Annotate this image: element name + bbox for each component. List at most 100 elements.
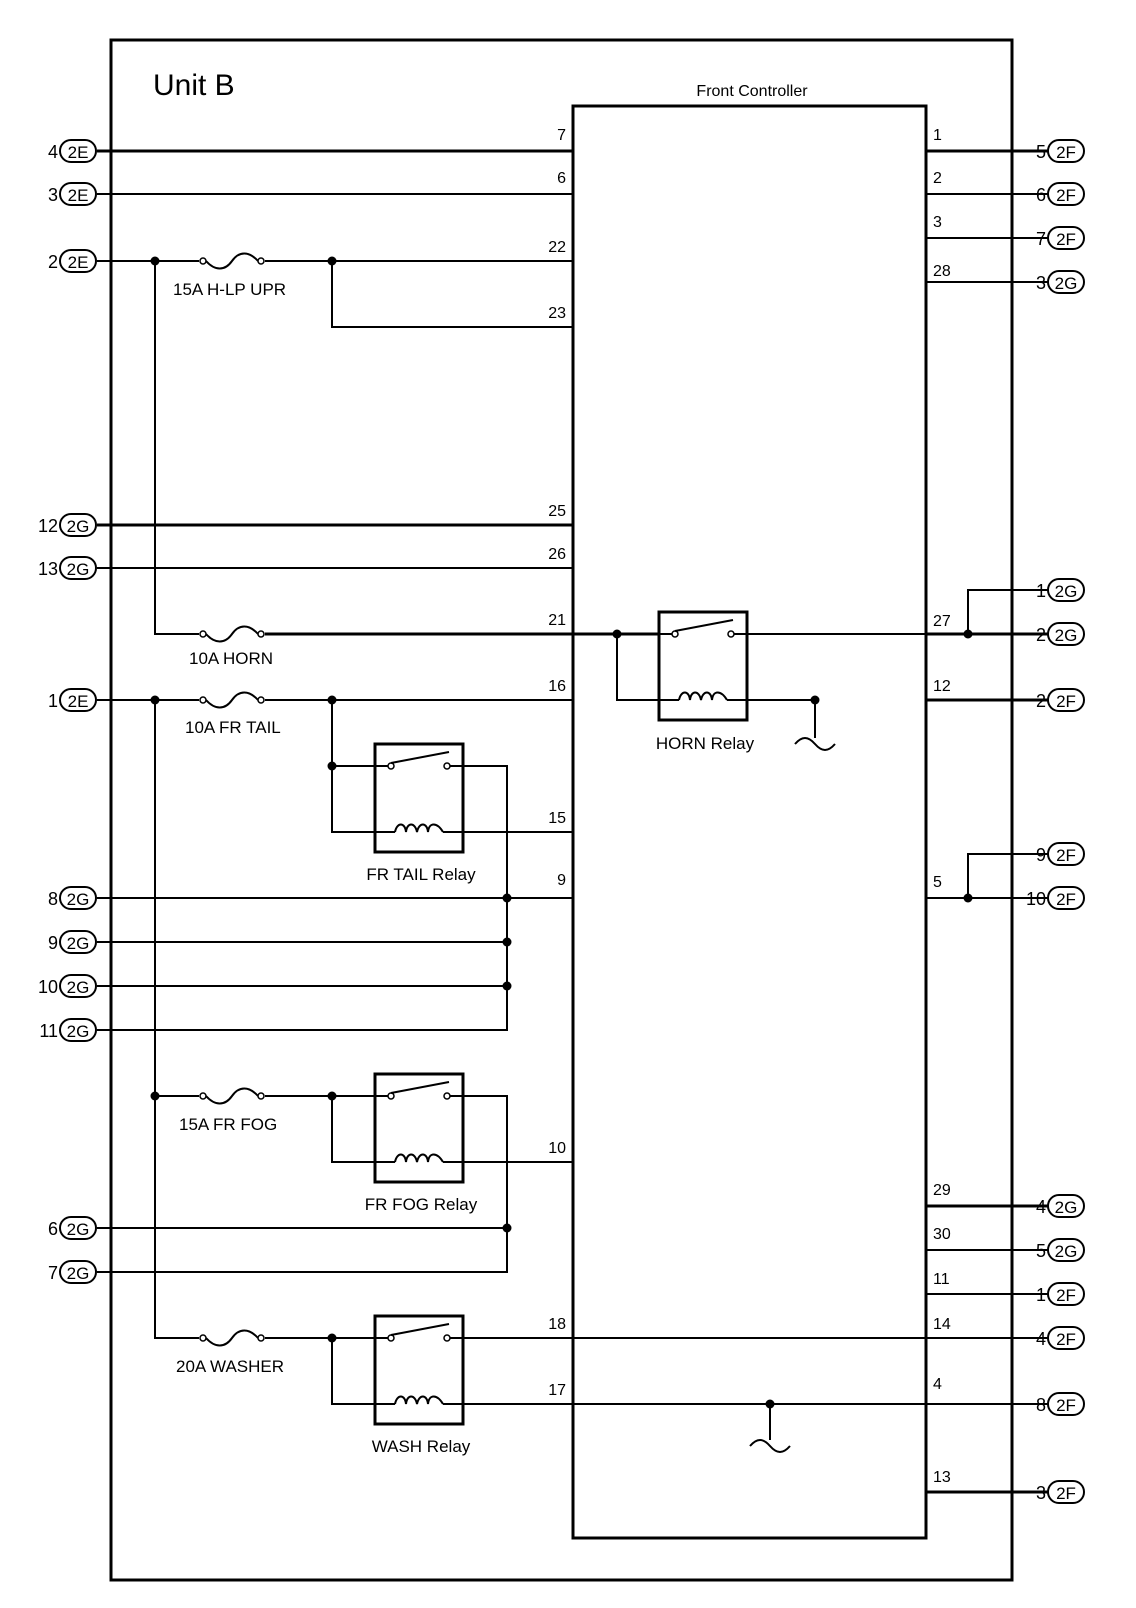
pin-number: 14 <box>933 1316 951 1333</box>
left-wiring <box>97 149 573 1405</box>
left-connector: 7 2G <box>48 1260 97 1284</box>
wire <box>331 261 573 328</box>
pin-number: 3 <box>933 214 942 231</box>
wire <box>331 1096 375 1163</box>
connector-badge <box>59 974 97 998</box>
connector-id: 2G <box>67 1220 90 1239</box>
front-controller-title: Front Controller <box>696 83 808 100</box>
pin-number: 11 <box>933 1271 950 1288</box>
connector-id: 2F <box>1056 1396 1076 1415</box>
junction-dot <box>327 1333 337 1343</box>
junction-dot <box>765 1399 775 1409</box>
pin-number: 1 <box>933 127 942 144</box>
unit-title: Unit B <box>153 69 235 102</box>
connector-id: 2E <box>68 253 89 272</box>
connector-id: 2G <box>67 517 90 536</box>
junction-dot <box>150 1091 160 1101</box>
ground-icon <box>794 737 836 751</box>
left-connector: 9 2G <box>48 930 97 954</box>
junction-dot <box>810 695 820 705</box>
pin-number: 17 <box>548 1382 566 1399</box>
junction-dot <box>327 256 337 266</box>
fuse-label: 15A H-LP UPR <box>173 280 286 299</box>
right-connector: 1 2F <box>1036 1282 1085 1306</box>
junction-dot <box>150 256 160 266</box>
relay-icon <box>373 1314 465 1426</box>
connector-badge <box>59 556 97 580</box>
right-connector: 10 2F <box>1026 886 1085 910</box>
unit-frame <box>109 38 1014 1582</box>
connector-pin-number: 4 <box>48 142 58 162</box>
pin-number: 2 <box>933 170 942 187</box>
connector-id: 2G <box>1055 582 1078 601</box>
connector-badge <box>59 1018 97 1042</box>
connector-badge <box>59 182 97 206</box>
pin-number: 12 <box>933 678 951 695</box>
fuse-label: 10A HORN <box>189 649 273 668</box>
right-connector: 2 2F <box>1036 688 1085 712</box>
junction-dot <box>327 761 337 771</box>
right-wiring <box>573 149 1048 1494</box>
connector-id: 2F <box>1056 1484 1076 1503</box>
junction-dot <box>612 629 622 639</box>
horn-relay-wiring <box>573 632 926 1440</box>
connector-badge <box>59 249 97 273</box>
junction-dot <box>327 1091 337 1101</box>
connector-pin-number: 9 <box>48 933 58 953</box>
connector-badge <box>59 139 97 163</box>
left-connector: 2 2E <box>48 249 97 273</box>
connector-badge <box>59 886 97 910</box>
pin-number: 26 <box>548 546 566 563</box>
connector-id: 2F <box>1056 890 1076 909</box>
left-connector: 11 2G <box>39 1018 97 1042</box>
connector-pin-number: 12 <box>38 516 58 536</box>
connector-pin-number: 6 <box>48 1219 58 1239</box>
connector-id: 2F <box>1056 692 1076 711</box>
pin-number: 28 <box>933 263 951 280</box>
connector-id: 2G <box>67 1022 90 1041</box>
connector-id: 2E <box>68 186 89 205</box>
pin-number: 29 <box>933 1182 951 1199</box>
junction-dot <box>963 893 973 903</box>
pin-number: 10 <box>548 1140 566 1157</box>
left-connector: 8 2G <box>48 886 97 910</box>
relay-label: FR FOG Relay <box>365 1195 478 1214</box>
pin-number: 15 <box>548 810 566 827</box>
wire <box>967 853 1048 898</box>
fuse-label: 20A WASHER <box>176 1357 284 1376</box>
left-connector: 4 2E <box>48 139 97 163</box>
connector-badge <box>59 513 97 537</box>
connector-pin-number: 11 <box>39 1021 58 1041</box>
connector-id: 2G <box>67 560 90 579</box>
pin-number: 6 <box>557 170 566 187</box>
connector-badge <box>59 1260 97 1284</box>
connector-pin-number: 8 <box>48 889 58 909</box>
connector-pin-number: 2 <box>48 252 58 272</box>
junction-dot <box>327 695 337 705</box>
connector-id: 2E <box>68 692 89 711</box>
connector-pin-number: 13 <box>38 559 58 579</box>
junction-dot <box>502 981 512 991</box>
connector-badge <box>59 930 97 954</box>
pin-number: 25 <box>548 503 566 520</box>
junction-dot <box>502 1223 512 1233</box>
connector-id: 2G <box>1055 626 1078 645</box>
front-controller-box <box>571 104 928 1540</box>
connector-id: 2G <box>1055 274 1078 293</box>
connector-id: 2G <box>1055 1198 1078 1217</box>
pin-number: 13 <box>933 1469 951 1486</box>
relay-label: HORN Relay <box>656 734 755 753</box>
pin-number: 5 <box>933 874 942 891</box>
wire <box>97 1095 508 1273</box>
connector-id: 2G <box>67 1264 90 1283</box>
wire <box>331 700 375 833</box>
wire <box>616 634 659 701</box>
relay-icon <box>657 610 749 722</box>
pin-number: 7 <box>557 127 566 144</box>
connector-id: 2G <box>67 978 90 997</box>
relay-label: WASH Relay <box>372 1437 471 1456</box>
fuse-icon <box>199 1329 265 1347</box>
junction-dot <box>502 893 512 903</box>
junction-dot <box>502 937 512 947</box>
